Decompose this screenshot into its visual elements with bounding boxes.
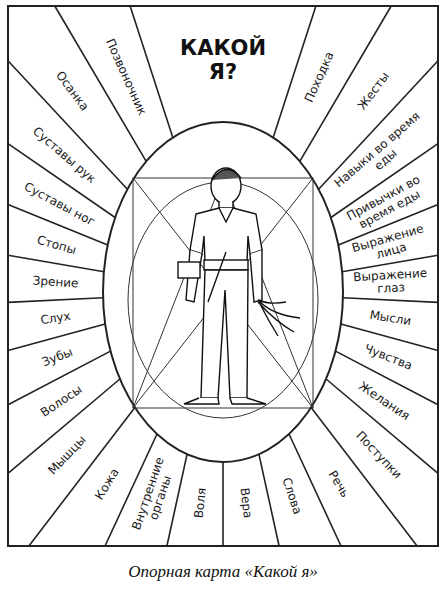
sector-label: Слух <box>40 310 72 327</box>
proportion-figure <box>128 178 318 418</box>
sector-divider <box>311 407 417 546</box>
sector-label: Вера <box>238 487 254 519</box>
figure-caption: Опорная карта «Какой я» <box>128 562 318 582</box>
sector-label: Суставы ног <box>22 179 97 227</box>
sector-label: Мысли <box>368 309 411 328</box>
sector-divider <box>8 255 104 271</box>
sector-box: Поступки <box>318 393 438 518</box>
sector-box: Зрение <box>14 271 96 292</box>
sector-divider <box>130 6 173 138</box>
sector-lines <box>8 6 438 546</box>
sector-box: Зубы <box>12 333 104 382</box>
sector-label: Жесты <box>355 69 391 111</box>
sector-label: Зрение <box>32 274 78 289</box>
sector-divider <box>8 61 127 189</box>
sector-divider <box>8 324 105 350</box>
sector-box: Позвоночник <box>90 9 163 145</box>
sector-label: Желания <box>357 379 412 422</box>
sector-divider <box>8 298 103 303</box>
sector-label: Чувства <box>363 342 415 372</box>
sector-label: Выражение глаз <box>349 267 432 297</box>
sector-box: Слова <box>270 449 315 542</box>
outer-frame <box>8 6 438 546</box>
sector-label: Речь <box>326 468 352 499</box>
sector-divider <box>29 407 135 546</box>
sector-label: Зубы <box>41 345 75 368</box>
sector-box: Вера <box>234 466 258 540</box>
sector-box: Мысли <box>348 304 432 333</box>
sector-box: Чувства <box>342 333 434 382</box>
sector-box: Слух <box>14 304 98 333</box>
sector-box: Выражение глаз <box>349 266 432 298</box>
sector-divider <box>222 462 224 546</box>
sector-divider <box>259 454 279 546</box>
sector-label: Кожа <box>93 466 121 502</box>
sector-label: Мышцы <box>46 434 89 478</box>
sector-label: Воля <box>192 487 208 519</box>
sector-label: Внутренние органы <box>127 448 180 544</box>
sector-divider <box>273 6 316 138</box>
map-title: КАКОЙ Я? <box>173 36 273 84</box>
sector-box: Внутренние органы <box>126 448 181 544</box>
sector-label: Слова <box>280 476 304 516</box>
sector-divider <box>343 298 438 303</box>
sector-label: Стопы <box>36 233 78 256</box>
sector-box: Воля <box>188 466 212 540</box>
sector-label: Суставы рук <box>30 124 98 185</box>
sector-box: Мышцы <box>7 393 127 518</box>
sector-label: Волосы <box>38 383 84 419</box>
person-illustration <box>178 168 300 404</box>
sector-label: Позвоночник <box>104 37 149 117</box>
sector-divider <box>300 6 391 161</box>
sector-label: Походка <box>303 50 337 104</box>
sector-box: Походка <box>283 9 356 145</box>
center-ellipse <box>103 122 343 462</box>
sector-divider <box>341 324 438 350</box>
sector-label: Осанка <box>54 68 91 112</box>
sector-box: Осанка <box>8 7 138 174</box>
sector-divider <box>167 454 187 546</box>
